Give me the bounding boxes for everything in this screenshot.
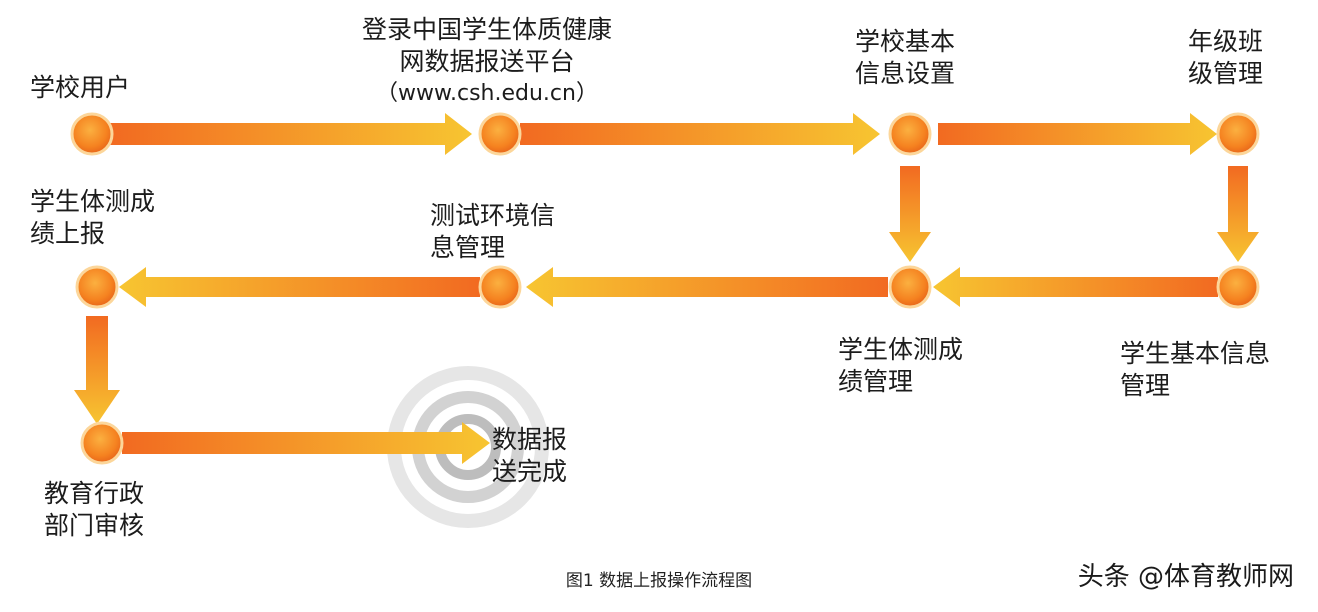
arrow-user-to-platform bbox=[110, 113, 472, 155]
arrow-schoolinfo-to-grade bbox=[938, 113, 1217, 155]
arrow-testenv-to-upload bbox=[119, 267, 480, 307]
node-dots bbox=[70, 112, 1260, 465]
node-login-platform bbox=[478, 112, 522, 156]
label-student-info: 学生基本信息 管理 bbox=[1120, 339, 1271, 400]
label-school-user: 学校用户 bbox=[30, 73, 131, 102]
arrow-grade-to-studentinfo bbox=[1217, 166, 1259, 262]
node-school-user bbox=[70, 112, 114, 156]
label-school-info: 学校基本 信息设置 bbox=[855, 27, 956, 88]
node-school-info bbox=[888, 112, 932, 156]
arrow-score-to-testenv bbox=[526, 267, 888, 307]
arrow-platform-to-schoolinfo bbox=[520, 113, 880, 155]
node-student-info bbox=[1216, 265, 1260, 309]
arrow-schoolinfo-to-score bbox=[889, 166, 931, 262]
arrow-upload-to-review bbox=[74, 316, 120, 424]
node-score-manage bbox=[888, 265, 932, 309]
label-score-upload: 学生体测成 绩上报 bbox=[30, 187, 156, 248]
label-score-manage: 学生体测成 绩管理 bbox=[838, 335, 964, 396]
watermark: 头条 @体育教师网 bbox=[1077, 562, 1294, 592]
label-login-platform: 登录中国学生体质健康 网数据报送平台 （www.csh.edu.cn） bbox=[362, 15, 613, 106]
label-test-env: 测试环境信 息管理 bbox=[430, 201, 556, 262]
node-score-upload bbox=[75, 265, 119, 309]
figure-caption: 图1 数据上报操作流程图 bbox=[565, 571, 753, 591]
arrow-review-to-done bbox=[122, 422, 490, 464]
node-admin-review bbox=[80, 421, 124, 465]
label-grade-class: 年级班 级管理 bbox=[1188, 27, 1264, 88]
arrow-studentinfo-to-score bbox=[933, 267, 1218, 307]
node-test-env bbox=[478, 265, 522, 309]
node-grade-class bbox=[1216, 112, 1260, 156]
label-admin-review: 教育行政 部门审核 bbox=[44, 479, 145, 540]
label-report-done: 数据报 送完成 bbox=[492, 425, 568, 486]
